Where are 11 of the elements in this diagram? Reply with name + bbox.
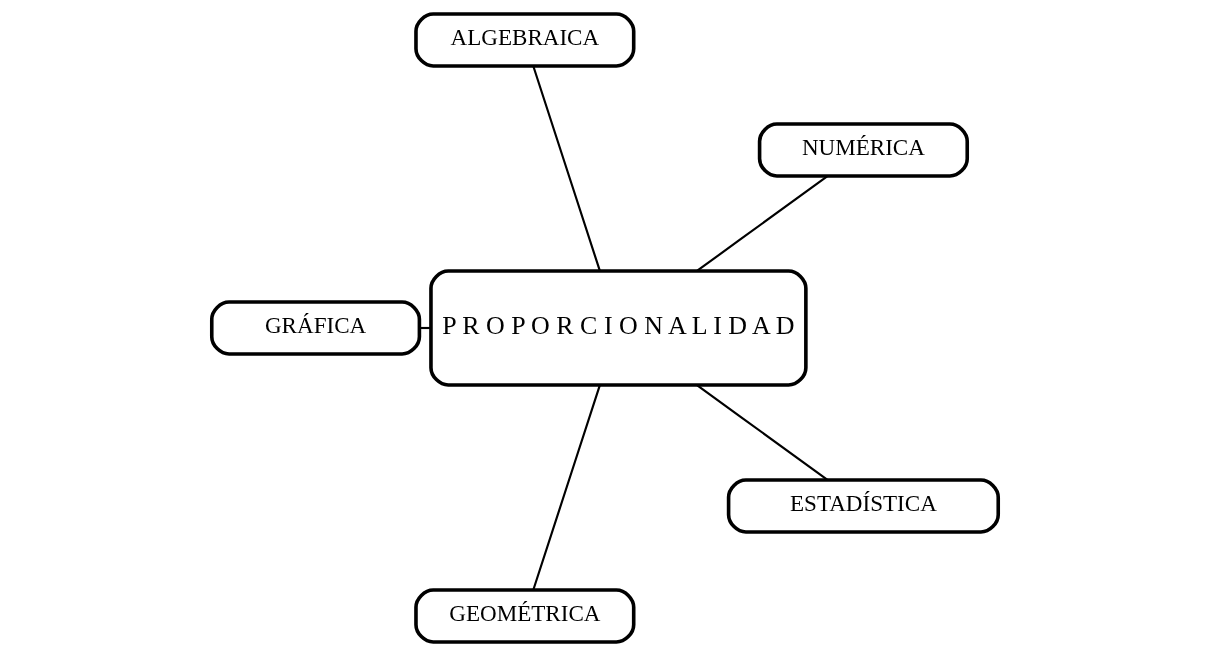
connector: [696, 384, 828, 481]
connector: [696, 175, 828, 272]
connector: [531, 65, 601, 271]
connector: [418, 326, 431, 330]
node-box: P R O P O R C I O N A L I D A D: [428, 269, 808, 387]
node-box: ESTADÍSTICA: [726, 478, 1000, 534]
node-box: GRÁFICA: [209, 300, 421, 356]
connector: [531, 385, 601, 591]
node-box: GEOMÉTRICA: [413, 588, 635, 644]
node-box: NUMÉRICA: [757, 122, 969, 178]
node-box: ALGEBRAICA: [413, 12, 635, 68]
